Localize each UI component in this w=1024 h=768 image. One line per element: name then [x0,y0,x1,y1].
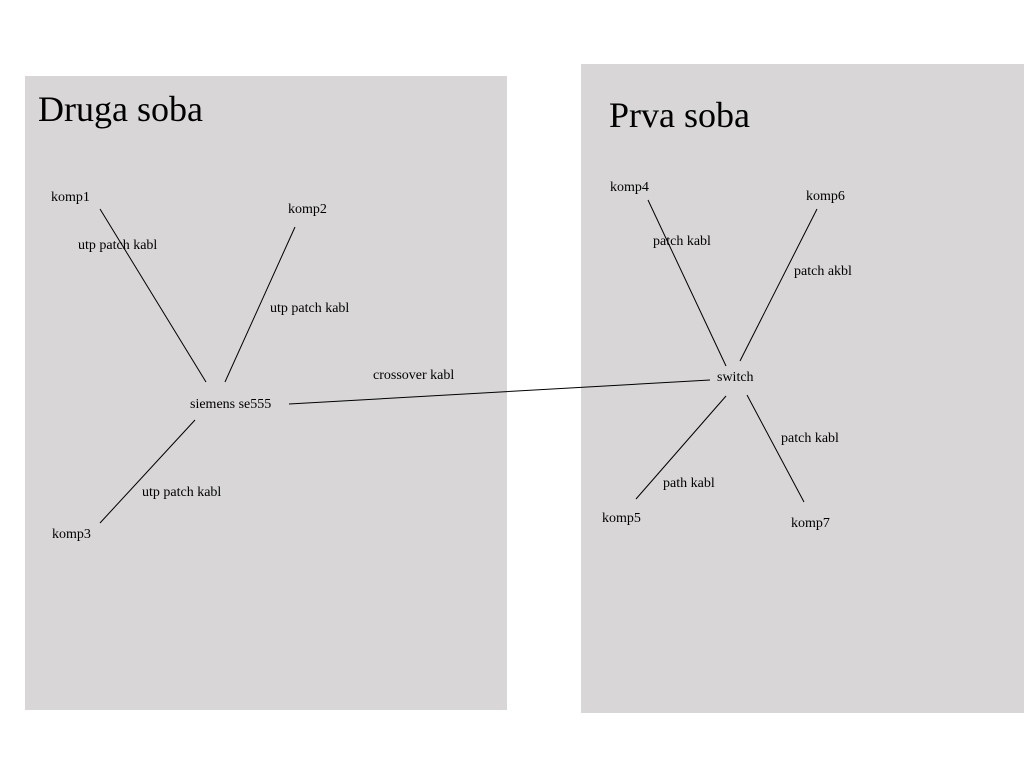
room-prva-soba [581,64,1024,713]
cable-label-crossover: crossover kabl [373,368,455,383]
node-komp2: komp2 [288,202,327,217]
cable-label-c4: patch kabl [653,234,711,249]
cable-line-komp1 [99,208,207,383]
cable-label-c3: utp patch kabl [142,485,222,500]
node-komp1: komp1 [51,190,90,205]
cable-line-komp5 [635,395,727,500]
room-druga-soba [25,76,507,710]
cable-line-komp3 [99,419,196,524]
node-switch: switch [717,370,754,385]
cable-label-c7: patch kabl [781,431,839,446]
cable-line-komp6 [739,208,818,362]
cable-line-crossover [288,379,711,405]
cable-line-komp7 [746,394,805,503]
room-title-druga: Druga soba [38,89,203,129]
node-komp4: komp4 [610,180,649,195]
cable-line-komp2 [224,226,296,383]
node-komp6: komp6 [806,189,845,204]
cable-label-c5: path kabl [663,476,715,491]
cable-label-c6: patch akbl [794,264,852,279]
node-komp3: komp3 [52,527,91,542]
node-komp7: komp7 [791,516,830,531]
node-komp5: komp5 [602,511,641,526]
cable-line-komp4 [647,199,727,367]
room-title-prva: Prva soba [609,95,750,135]
cable-label-c1: utp patch kabl [78,238,158,253]
cable-label-c2: utp patch kabl [270,301,350,316]
node-siemens-se555: siemens se555 [190,397,272,412]
